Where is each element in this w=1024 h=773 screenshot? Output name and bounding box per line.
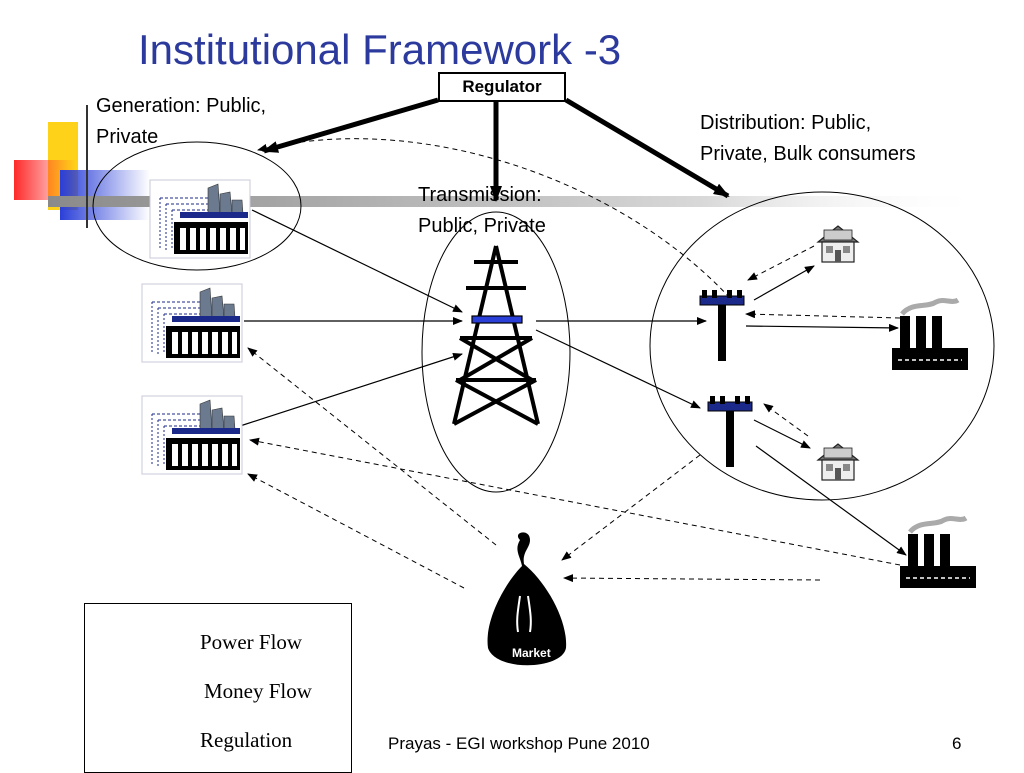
- utility-pole-icon: [707, 395, 753, 468]
- transmission-label: Transmission: Public, Private: [418, 180, 546, 242]
- transmission-label-line2: Public, Private: [418, 215, 546, 237]
- regulation-arrows: [262, 97, 730, 202]
- power-flow-arrows: [239, 209, 907, 556]
- transmission-label-line1: Transmission:: [418, 184, 542, 206]
- legend-money-flow: Money Flow: [204, 679, 312, 703]
- factory-icon: [900, 518, 976, 588]
- distribution-group-ellipse: [649, 191, 995, 501]
- legend-box: [84, 603, 352, 773]
- legend-regulation: Regulation: [200, 728, 293, 752]
- utility-pole-icon: [699, 289, 745, 362]
- power-plant-icon: [149, 179, 251, 259]
- distribution-label-line1: Distribution: Public,: [700, 112, 872, 134]
- generation-label-line2: Private: [96, 126, 159, 148]
- power-plant-icon: [141, 395, 243, 475]
- generation-group-ellipse: [92, 141, 302, 271]
- legend-power-flow: Power Flow: [200, 630, 303, 654]
- market-label: Market: [512, 646, 551, 660]
- generation-label: Generation: Public, Private: [96, 91, 266, 153]
- footer-text: Prayas - EGI workshop Pune 2010: [388, 734, 650, 753]
- money-flow-arrows: [247, 138, 901, 589]
- factory-icon: [892, 300, 968, 370]
- distribution-label-line2: Private, Bulk consumers: [700, 143, 916, 165]
- power-plant-icon: [141, 283, 243, 363]
- transmission-group-ellipse: [421, 211, 571, 493]
- house-icon: [817, 225, 859, 263]
- regulator-box: Regulator: [438, 72, 566, 102]
- page-number: 6: [952, 734, 962, 753]
- generation-label-line1: Generation: Public,: [96, 95, 267, 117]
- distribution-label: Distribution: Public, Private, Bulk cons…: [700, 108, 916, 170]
- slide-title: Institutional Framework -3: [138, 26, 622, 73]
- money-bag-icon: [487, 532, 567, 666]
- transmission-tower-icon: [452, 245, 540, 426]
- house-icon: [817, 443, 859, 481]
- corner-decoration: [14, 105, 988, 228]
